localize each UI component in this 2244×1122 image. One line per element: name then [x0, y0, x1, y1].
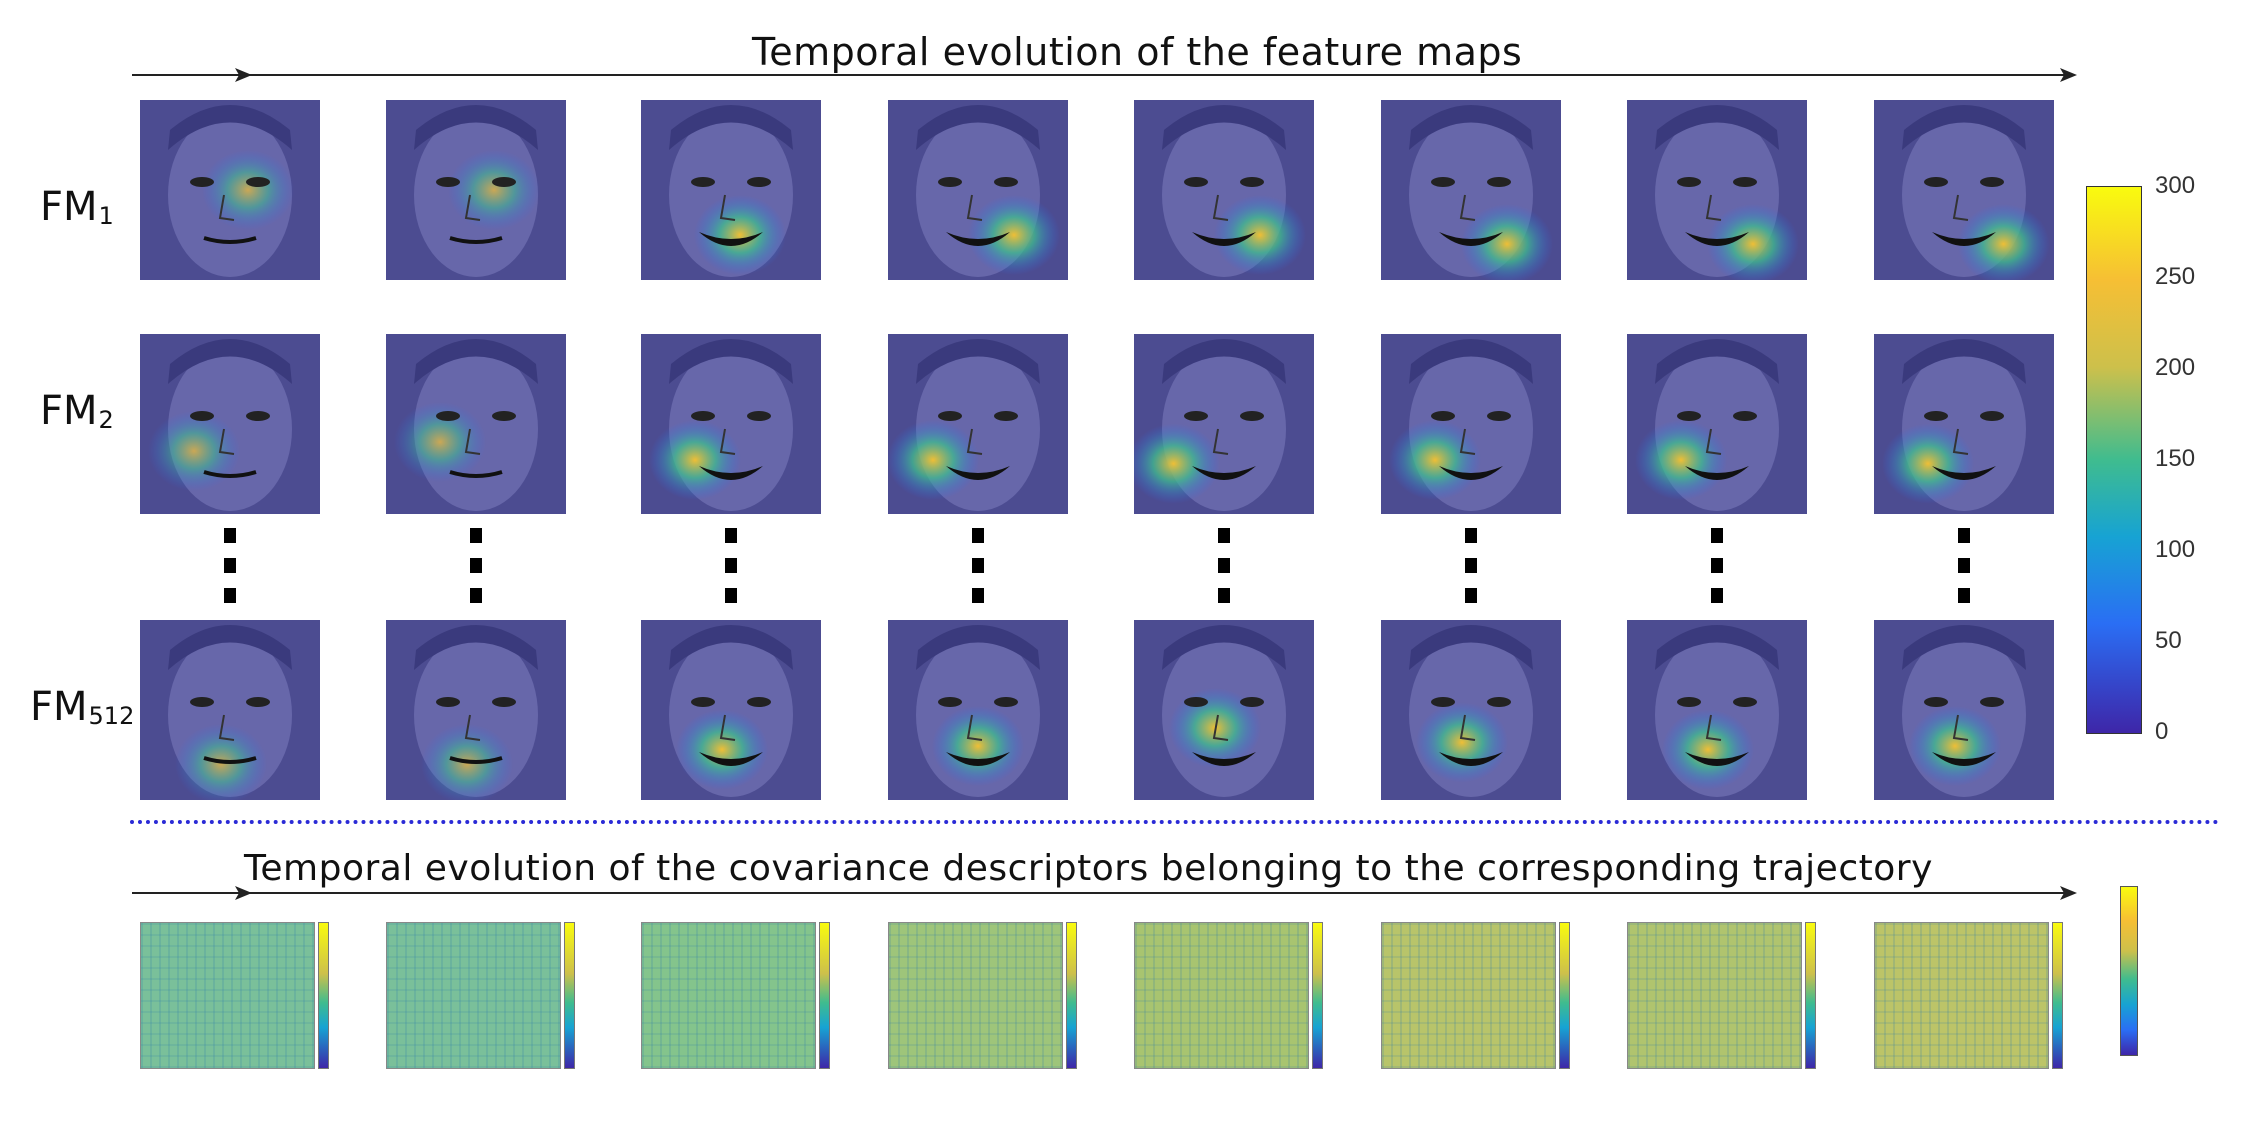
colorbar-tick-0: 0	[2155, 718, 2169, 745]
feature-map-fm1-frame-6	[1381, 100, 1561, 280]
covariance-matrix-frame-5	[1134, 922, 1309, 1069]
ellipsis-dot	[1218, 528, 1230, 543]
feature-map-fm1-frame-7	[1627, 100, 1807, 280]
covariance-matrix-frame-1	[140, 922, 315, 1069]
feature-map-fm2-frame-3	[641, 334, 821, 514]
cov-colorbar	[2120, 886, 2138, 1056]
ellipsis-dot	[725, 528, 737, 543]
covariance-matrix-frame-7	[1627, 922, 1802, 1069]
ellipsis-dot	[1465, 528, 1477, 543]
colorbar	[2086, 186, 2142, 734]
feature-map-fm2-frame-1	[140, 334, 320, 514]
feature-map-fm1-frame-4	[888, 100, 1068, 280]
ellipsis-dot	[1958, 588, 1970, 603]
ellipsis-dot	[1218, 558, 1230, 573]
covariance-matrix-frame-6	[1381, 922, 1556, 1069]
ellipsis-dot	[224, 558, 236, 573]
ellipsis-dot	[1465, 588, 1477, 603]
covariance-colorbar-5	[1312, 922, 1323, 1069]
colorbar-tick-300: 300	[2155, 172, 2196, 199]
ellipsis-dot	[1958, 558, 1970, 573]
feature-map-fm512-frame-5	[1134, 620, 1314, 800]
feature-map-fm512-frame-6	[1381, 620, 1561, 800]
covariance-colorbar-3	[819, 922, 830, 1069]
ellipsis-dot	[1465, 558, 1477, 573]
feature-map-fm512-frame-7	[1627, 620, 1807, 800]
ellipsis-dot	[1711, 558, 1723, 573]
ellipsis-dot	[972, 528, 984, 543]
row-label-fm2: FM2	[40, 388, 114, 434]
covariance-colorbar-7	[1805, 922, 1816, 1069]
covariance-matrix-frame-3	[641, 922, 816, 1069]
feature-map-fm1-frame-5	[1134, 100, 1314, 280]
ellipsis-dot	[1711, 528, 1723, 543]
section-separator	[130, 820, 2220, 824]
ellipsis-dot	[725, 588, 737, 603]
ellipsis-dot	[470, 528, 482, 543]
ellipsis-dot	[224, 528, 236, 543]
covariance-colorbar-1	[318, 922, 329, 1069]
colorbar-tick-250: 250	[2155, 263, 2196, 290]
row-label-fm1: FM1	[40, 184, 114, 230]
feature-map-fm2-frame-4	[888, 334, 1068, 514]
colorbar-tick-200: 200	[2155, 354, 2196, 381]
covariance-colorbar-4	[1066, 922, 1077, 1069]
ellipsis-dot	[725, 558, 737, 573]
ellipsis-dot	[224, 588, 236, 603]
feature-map-fm1-frame-3	[641, 100, 821, 280]
covariance-colorbar-6	[1559, 922, 1570, 1069]
feature-map-fm1-frame-8	[1874, 100, 2054, 280]
ellipsis-dot	[1958, 528, 1970, 543]
feature-map-fm2-frame-8	[1874, 334, 2054, 514]
colorbar-tick-150: 150	[2155, 445, 2196, 472]
covariance-matrix-frame-4	[888, 922, 1063, 1069]
feature-map-fm512-frame-1	[140, 620, 320, 800]
feature-map-fm2-frame-7	[1627, 334, 1807, 514]
ellipsis-dot	[972, 558, 984, 573]
feature-map-fm512-frame-2	[386, 620, 566, 800]
feature-map-fm512-frame-3	[641, 620, 821, 800]
feature-map-fm1-frame-1	[140, 100, 320, 280]
ellipsis-dot	[1711, 588, 1723, 603]
ellipsis-dot	[1218, 588, 1230, 603]
feature-map-fm2-frame-6	[1381, 334, 1561, 514]
covariance-colorbar-8	[2052, 922, 2063, 1069]
feature-map-fm512-frame-4	[888, 620, 1068, 800]
feature-map-fm2-frame-2	[386, 334, 566, 514]
feature-map-fm1-frame-2	[386, 100, 566, 280]
bottom-title: Temporal evolution of the covariance des…	[244, 848, 1933, 889]
feature-map-fm2-frame-5	[1134, 334, 1314, 514]
covariance-colorbar-2	[564, 922, 575, 1069]
row-label-fm512: FM512	[30, 684, 135, 730]
colorbar-tick-100: 100	[2155, 536, 2196, 563]
covariance-matrix-frame-8	[1874, 922, 2049, 1069]
ellipsis-dot	[470, 558, 482, 573]
feature-map-fm512-frame-8	[1874, 620, 2054, 800]
colorbar-tick-50: 50	[2155, 627, 2182, 654]
top-timeline-arrow	[132, 68, 2077, 82]
ellipsis-dot	[972, 588, 984, 603]
ellipsis-dot	[470, 588, 482, 603]
bottom-timeline-arrow	[132, 886, 2077, 900]
covariance-matrix-frame-2	[386, 922, 561, 1069]
top-title: Temporal evolution of the feature maps	[752, 30, 1523, 74]
